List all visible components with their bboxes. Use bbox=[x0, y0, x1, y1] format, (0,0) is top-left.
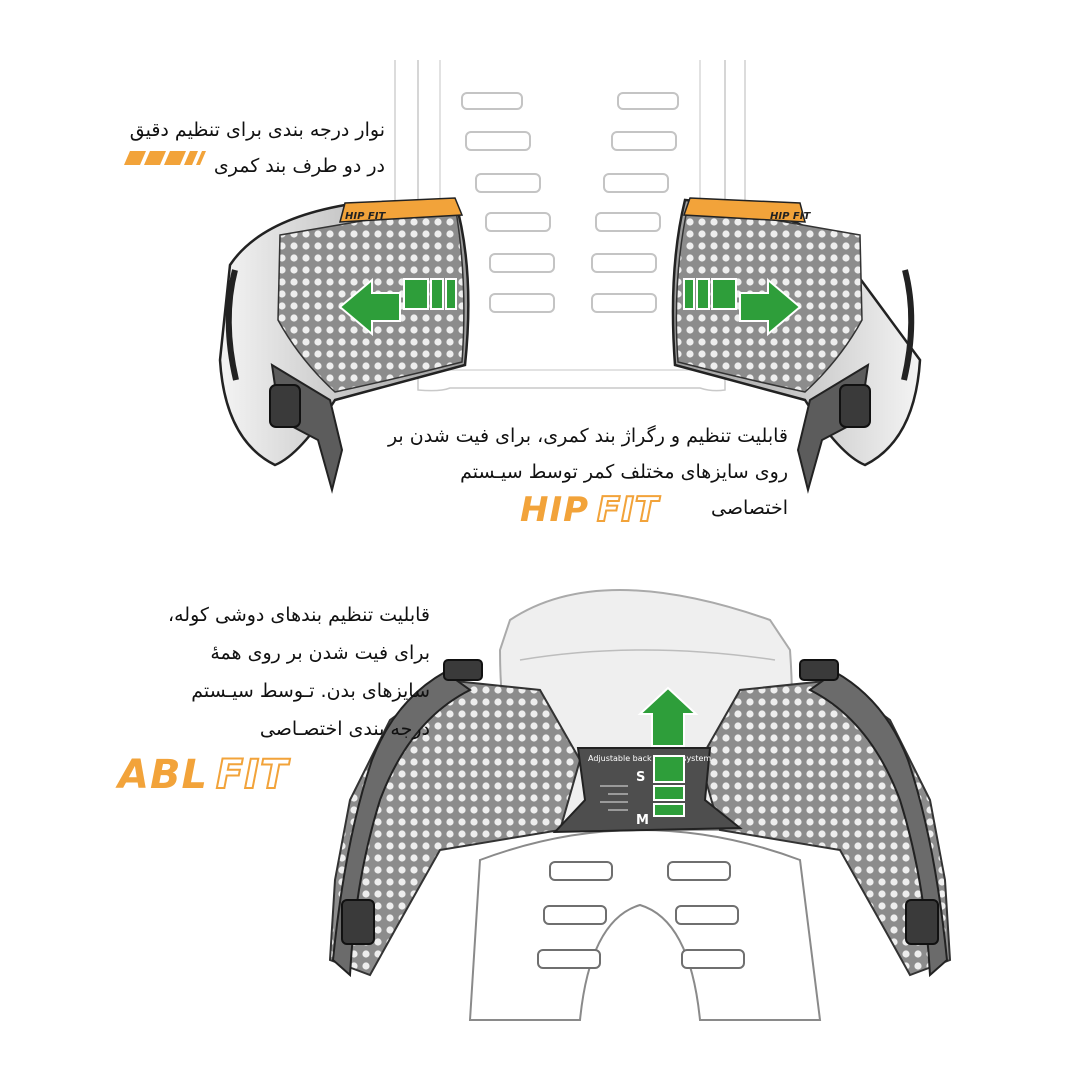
right-belt-label: HIP FIT bbox=[770, 211, 811, 222]
abl-fit-logo-outline: FIT bbox=[215, 751, 289, 799]
left-belt-label: HIP FIT bbox=[345, 211, 386, 222]
gauge-stripes-icon bbox=[124, 151, 206, 165]
hip-gauge-note: نوار درجه بندی برای تنظیم دقیق در دو طرف… bbox=[85, 112, 385, 184]
abl-fit-note-line3: سایزهای بدن. تـوسط سیـستم bbox=[191, 680, 430, 702]
top-back-panel bbox=[394, 60, 746, 392]
abl-fit-note-line4: درجه بندی اختصـاصی bbox=[259, 718, 430, 740]
left-hip-wing: HIP FIT bbox=[218, 197, 470, 494]
left-shoulder-strap bbox=[328, 659, 582, 978]
hip-fit-logo-outline: FIT bbox=[596, 489, 660, 531]
hip-fit-note-line1: قابلیت تنظیم و رگراژ بند کمری، برای فیت … bbox=[387, 425, 788, 447]
abl-fit-note-line2: برای فیت شدن بر روی همهٔ bbox=[210, 642, 430, 664]
size-s-label: S bbox=[636, 770, 645, 785]
abl-fit-note-line1: قابلیت تنظیم بندهای دوشی کوله، bbox=[167, 604, 430, 626]
size-m-label: M bbox=[636, 813, 649, 828]
hip-gauge-note-line1: نوار درجه بندی برای تنظیم دقیق bbox=[129, 119, 385, 141]
hip-fit-note-line2: روی سایزهای مختلف کمر توسط سیـستم اختصاص… bbox=[460, 461, 788, 519]
hip-fit-note: قابلیت تنظیم و رگراژ بند کمری، برای فیت … bbox=[378, 418, 788, 526]
back-system-label: Adjustable back length system bbox=[588, 754, 711, 763]
arrow-up-icon bbox=[637, 686, 699, 817]
arrow-left-icon bbox=[338, 277, 457, 337]
arrow-right-icon bbox=[683, 277, 802, 337]
back-length-plate: Adjustable back length system S M bbox=[552, 747, 743, 834]
hip-gauge-note-line2: در دو طرف بند کمری bbox=[213, 155, 385, 177]
abl-fit-logo-solid: ABL bbox=[118, 752, 208, 798]
abl-fit-note: قابلیت تنظیم بندهای دوشی کوله، برای فیت … bbox=[110, 596, 430, 748]
hip-fit-logo-solid: HIP bbox=[520, 490, 590, 530]
